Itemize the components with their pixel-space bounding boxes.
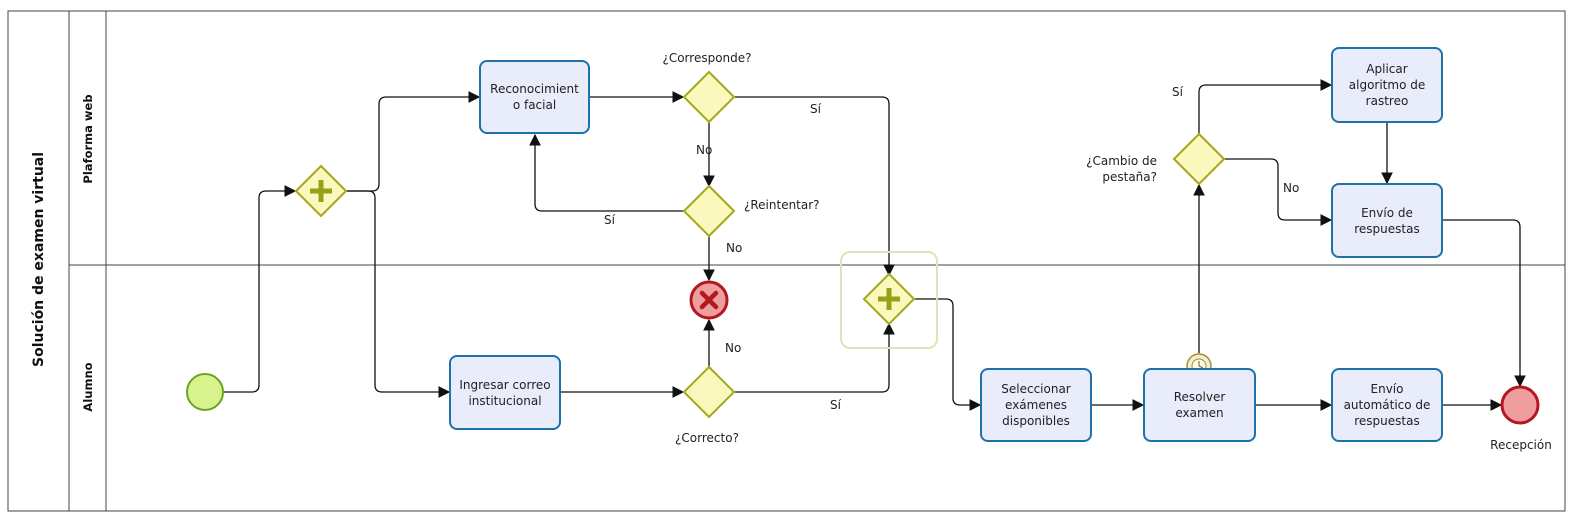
plus-icon [878, 288, 900, 310]
pool-frame [7, 10, 1566, 512]
task-seleccionar-examenes[interactable]: Seleccionar exámenes disponibles [980, 368, 1092, 442]
flow-parallel-to-facial[interactable] [346, 91, 481, 192]
task-reconocimiento-facial[interactable]: Reconocimient o facial [479, 60, 590, 134]
flow-join-to-seleccionar[interactable] [914, 298, 982, 411]
error-end-event[interactable] [689, 280, 729, 320]
flow-cambio-no[interactable] [1224, 158, 1333, 226]
gateway-reintentar[interactable] [682, 184, 736, 238]
task-resolver-examen[interactable]: Resolver examen [1143, 368, 1256, 442]
end-event-label: Recepción [1490, 438, 1552, 452]
plus-icon [310, 180, 332, 202]
gateway-cambio[interactable] [1172, 132, 1226, 186]
flow-reintentar-si[interactable] [529, 133, 684, 212]
flow-label-si-corresponde: Sí [810, 102, 821, 116]
task-envio-automatico[interactable]: Envío automático de respuestas [1331, 368, 1443, 442]
lane-label-plataforma: Plaforma web [81, 94, 95, 184]
flow-start-to-parallel[interactable] [224, 185, 297, 393]
flow-cambio-si[interactable] [1198, 79, 1333, 134]
parallel-gateway-join[interactable] [862, 272, 916, 326]
lane-label-alumno: Alumno [81, 362, 95, 412]
flow-corresponde-si[interactable] [734, 96, 895, 277]
flow-parallel-to-correo[interactable] [346, 190, 451, 398]
flow-label-no-reintentar: No [726, 241, 743, 255]
selection-highlight [840, 251, 938, 349]
flow-label-si-reintentar: Sí [604, 213, 615, 227]
task-envio-respuestas[interactable]: Envío de respuestas [1331, 183, 1443, 258]
flow-label-si-cambio: Sí [1172, 85, 1183, 99]
gateway-label-corresponde: ¿Corresponde? [662, 51, 752, 65]
flow-label-no-cambio: No [1283, 181, 1300, 195]
gateway-label-reintentar: ¿Reintentar? [744, 198, 820, 212]
gateway-label-correcto: ¿Correcto? [675, 431, 739, 445]
end-event-recepcion[interactable] [1500, 385, 1540, 425]
pool-title: Solución de examen virtual [31, 151, 47, 367]
flow-correcto-si[interactable] [734, 322, 895, 393]
task-ingresar-correo[interactable]: Ingresar correo institucional [449, 355, 561, 430]
task-aplicar-algoritmo[interactable]: Aplicar algoritmo de rastreo [1331, 47, 1443, 123]
flow-label-no-correcto: No [725, 341, 742, 355]
start-event[interactable] [186, 373, 224, 411]
flow-label-si-correcto: Sí [830, 398, 841, 412]
flow-label-no-corresponde: No [696, 143, 713, 157]
gateway-corresponde[interactable] [682, 70, 736, 124]
flow-envio-to-end[interactable] [1443, 219, 1526, 388]
gateway-label-cambio: ¿Cambio de pestaña? [1086, 154, 1157, 184]
parallel-gateway-split[interactable] [294, 164, 348, 218]
gateway-correcto[interactable] [682, 365, 736, 419]
error-x-icon [699, 290, 719, 310]
